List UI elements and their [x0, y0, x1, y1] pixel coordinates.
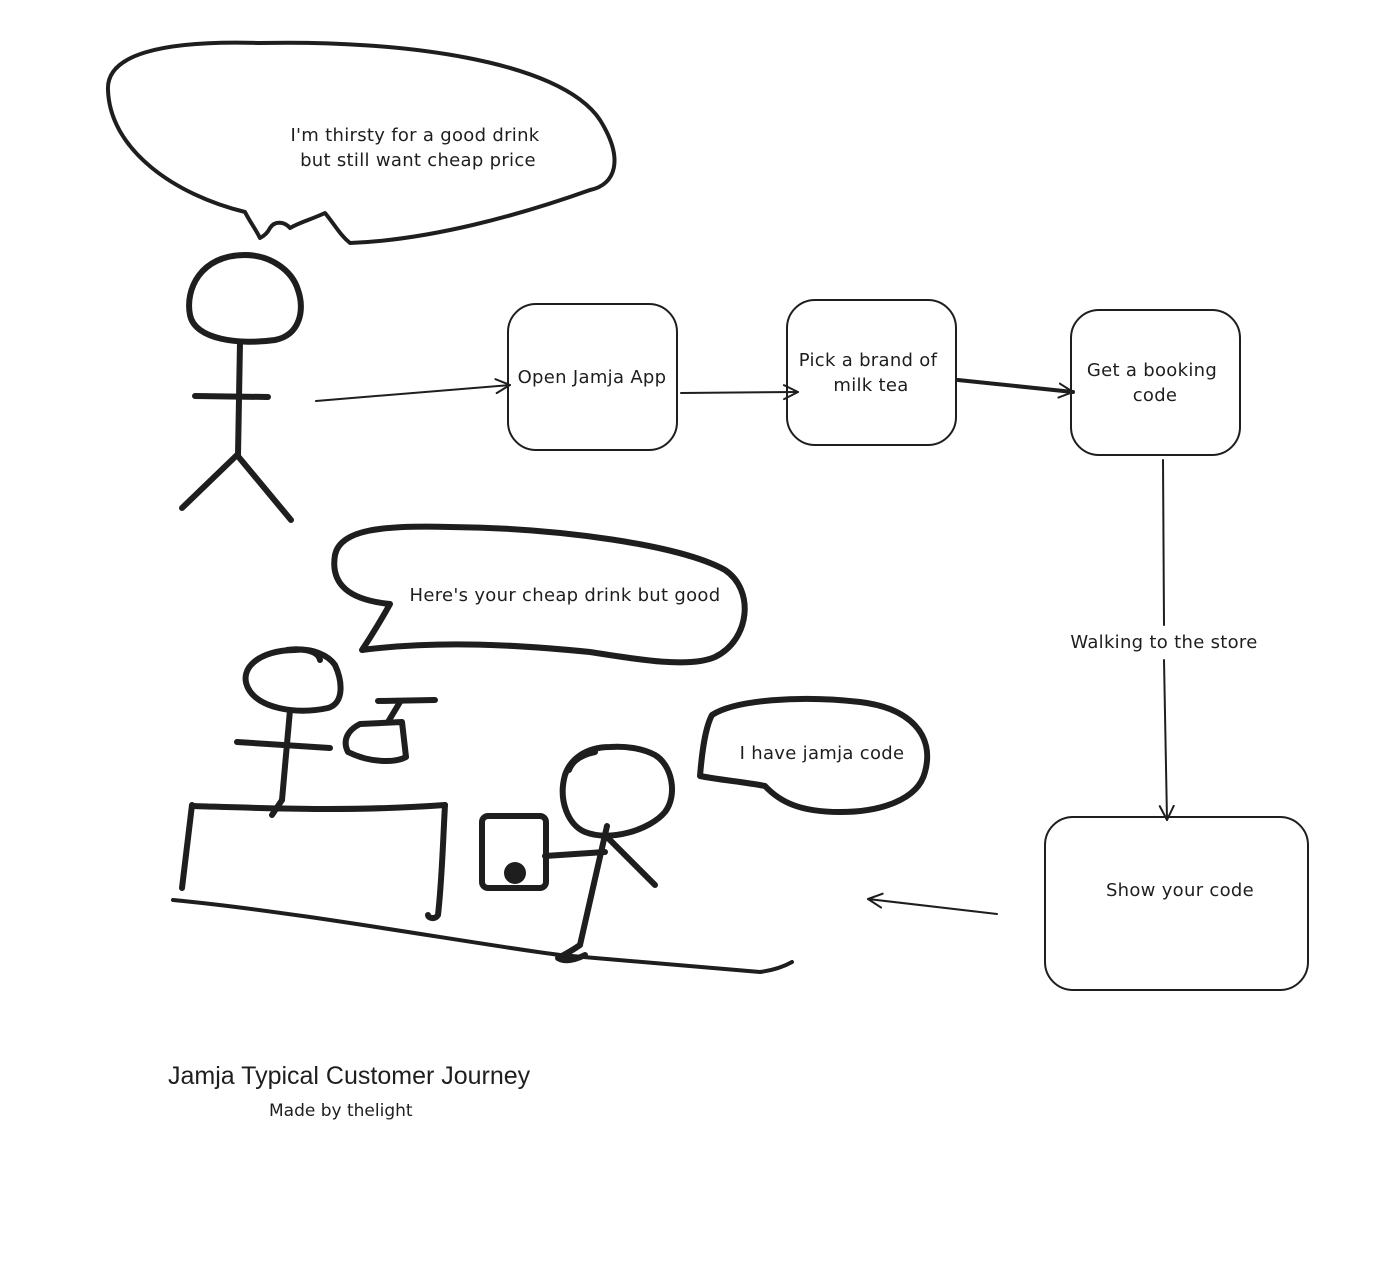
- svg-text:Pick a brand of milk tea: Pick a brand of milk tea: [799, 350, 944, 396]
- step-booking-code-line-1: Get a booking: [1087, 360, 1217, 381]
- step-show-code-label: Show your code: [1106, 880, 1254, 901]
- step-booking-code-line-2: code: [1133, 385, 1178, 406]
- staff-figure: [234, 646, 438, 818]
- step-pick-brand: Pick a brand of milk tea: [786, 299, 957, 446]
- diagram-title: Jamja Typical Customer Journey: [168, 1062, 531, 1090]
- thought-line-2: but still want cheap price: [300, 150, 536, 171]
- svg-text:Show your code: Show your code: [1106, 880, 1254, 901]
- arrow-to-booking-code: [956, 378, 1075, 399]
- walking-label: Walking to the store: [1070, 632, 1257, 653]
- staff-speech-text: Here's your cheap drink but good: [410, 585, 721, 606]
- customer-speech-bubble: I have jamja code: [697, 695, 931, 815]
- step-pick-brand-line-2: milk tea: [833, 375, 908, 396]
- step-open-app-label: Open Jamja App: [518, 367, 667, 388]
- arrow-walking: Walking to the store: [1070, 459, 1257, 821]
- arrow-to-pick-brand: [680, 384, 799, 401]
- staff-speech-bubble: Here's your cheap drink but good: [331, 523, 748, 666]
- phone-button-icon: [504, 862, 526, 884]
- step-pick-brand-line-1: Pick a brand of: [799, 350, 938, 371]
- thought-line-1: I'm thirsty for a good drink: [290, 125, 539, 146]
- svg-text:Open Jamja App: Open Jamja App: [518, 367, 667, 388]
- arrow-to-open-app: [315, 378, 511, 402]
- step-show-code: Show your code: [1044, 816, 1309, 991]
- svg-text:Get a booking code: Get a booking code: [1087, 360, 1223, 406]
- step-open-app: Open Jamja App: [507, 303, 678, 451]
- customer-figure: [179, 252, 304, 523]
- thought-bubble: I'm thirsty for a good drink but still w…: [105, 40, 617, 245]
- customer-speech-text: I have jamja code: [740, 743, 905, 764]
- step-booking-code: Get a booking code: [1070, 309, 1241, 456]
- arrow-to-store: [867, 892, 998, 915]
- thought-bubble-text: I'm thirsty for a good drink but still w…: [290, 125, 545, 171]
- customer-at-store-figure: [479, 743, 675, 964]
- diagram-credit: Made by thelight: [269, 1101, 413, 1121]
